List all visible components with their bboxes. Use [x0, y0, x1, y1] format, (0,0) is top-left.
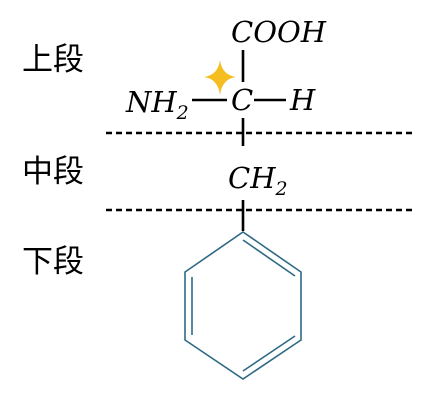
hydrogen-atom: H: [289, 83, 316, 117]
section-label-top: 上段: [22, 42, 84, 78]
methylene-group: CH2: [228, 161, 288, 200]
amino-group: NH2: [125, 85, 189, 124]
section-label-middle: 中段: [22, 154, 84, 190]
section-label-bottom: 下段: [22, 244, 84, 280]
benzene-ring: [184, 231, 302, 380]
carboxyl-group: COOH: [231, 15, 327, 49]
benzene-double-bond-2: [242, 335, 296, 372]
benzene-hexagon: [184, 231, 302, 380]
benzene-double-bond-1: [242, 239, 296, 277]
alpha-carbon: C: [231, 83, 253, 117]
four-point-star-icon: [204, 60, 236, 95]
